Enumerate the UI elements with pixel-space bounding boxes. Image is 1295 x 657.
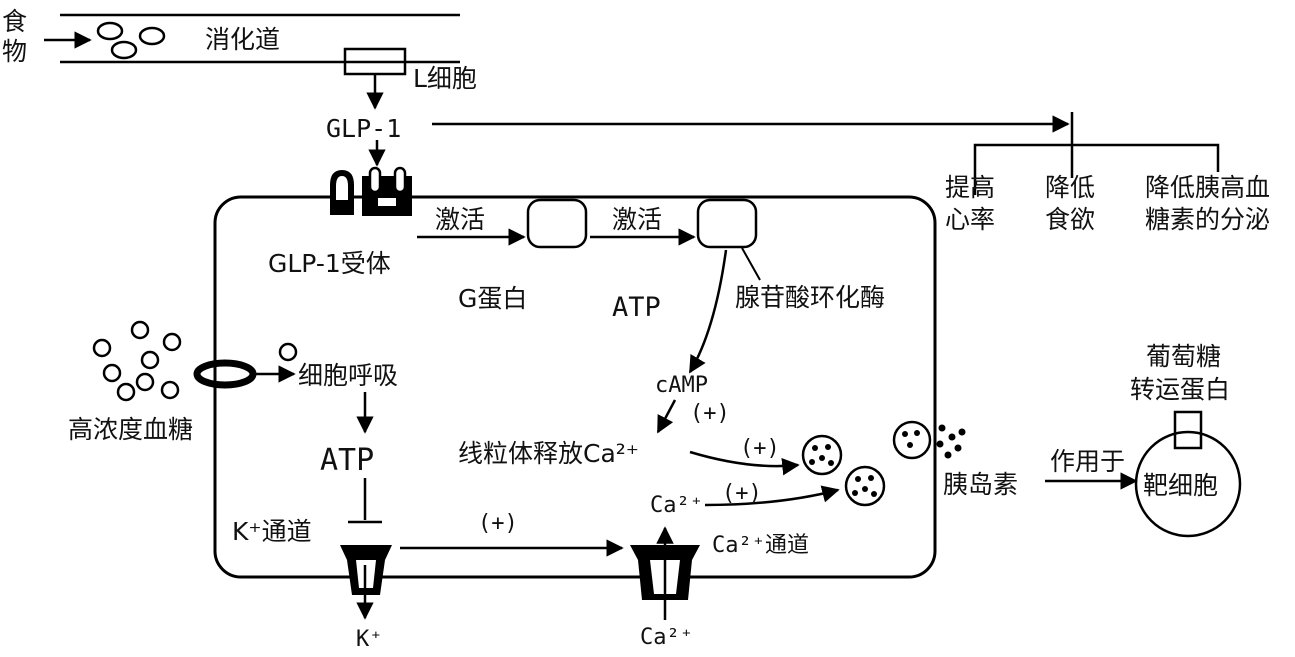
target-cell-label: 靶细胞	[1143, 471, 1218, 500]
mito-to-vesicle-arrow	[689, 450, 800, 476]
activate-label-2: 激活	[612, 205, 662, 234]
plus-ca-inner: (+)	[722, 481, 762, 506]
k-out-label: K⁺	[356, 627, 383, 652]
insulin-particles	[936, 424, 966, 459]
glucose-transporter-membrane	[193, 359, 257, 389]
effect-bracket	[973, 143, 1220, 195]
digestive-tract-label: 消化道	[205, 25, 280, 54]
glucose-molecules	[92, 320, 182, 402]
glp1-receptor	[330, 166, 412, 216]
atp-top-label: ATP	[612, 292, 661, 323]
k-channel-label: K⁺通道	[232, 517, 312, 546]
plus-mito: (+)	[740, 436, 780, 461]
mito-release-label: 线粒体释放Ca²⁺	[458, 439, 639, 468]
atp-mid-label: ATP	[320, 443, 374, 478]
ca-inner-label: Ca²⁺	[650, 493, 703, 518]
glp1-receptor-label: GLP-1受体	[268, 249, 391, 278]
g-protein-label: G蛋白	[458, 284, 527, 313]
ca-to-vesicle-arrow	[704, 485, 840, 507]
plus-k: (+)	[478, 511, 518, 536]
food-label-1: 食	[2, 7, 27, 36]
acts-on-label: 作用于	[1050, 447, 1125, 476]
adenylate-cyclase	[696, 198, 758, 249]
l-cell	[343, 47, 407, 76]
effect-heart-2: 心率	[945, 205, 995, 234]
glucose-inside	[278, 342, 298, 362]
target-cell	[1134, 430, 1242, 538]
activate-label-1: 激活	[435, 205, 485, 234]
glucose-transporter	[1173, 410, 1203, 450]
g-protein	[526, 198, 588, 249]
insulin-vesicle-1	[801, 434, 843, 476]
ca-out-label: Ca²⁺	[640, 625, 693, 650]
insulin-label: 胰岛素	[943, 470, 1018, 499]
effect-heart-1: 提高	[945, 173, 995, 202]
cyclase-leader-line	[741, 247, 761, 281]
camp-to-mito-arrow	[656, 399, 677, 434]
digestive-tract	[44, 13, 460, 64]
glp1-label: GLP-1	[326, 114, 401, 143]
atp-to-camp-arrow	[688, 249, 728, 374]
ca-channel-label: Ca²⁺通道	[712, 533, 809, 558]
glut-label-2: 转运蛋白	[1130, 375, 1230, 404]
plus-camp: (+)	[690, 401, 730, 426]
camp-label: cAMP	[655, 373, 708, 398]
food-label-2: 物	[2, 37, 27, 66]
insulin-vesicle-2	[844, 465, 886, 507]
adenylate-cyclase-label: 腺苷酸环化酶	[735, 283, 885, 312]
effect-appetite-1: 降低	[1045, 173, 1095, 202]
l-cell-label: L细胞	[413, 64, 477, 93]
effect-appetite-2: 食欲	[1045, 205, 1095, 234]
glut-label-1: 葡萄糖	[1146, 342, 1221, 371]
insulin-vesicle-exocytosis	[892, 420, 932, 460]
cell-respiration-label: 细胞呼吸	[298, 361, 398, 390]
effect-glucagon-2: 糖素的分泌	[1145, 205, 1270, 234]
effect-glucagon-1: 降低胰高血	[1145, 173, 1270, 202]
high-glucose-label: 高浓度血糖	[68, 415, 193, 444]
